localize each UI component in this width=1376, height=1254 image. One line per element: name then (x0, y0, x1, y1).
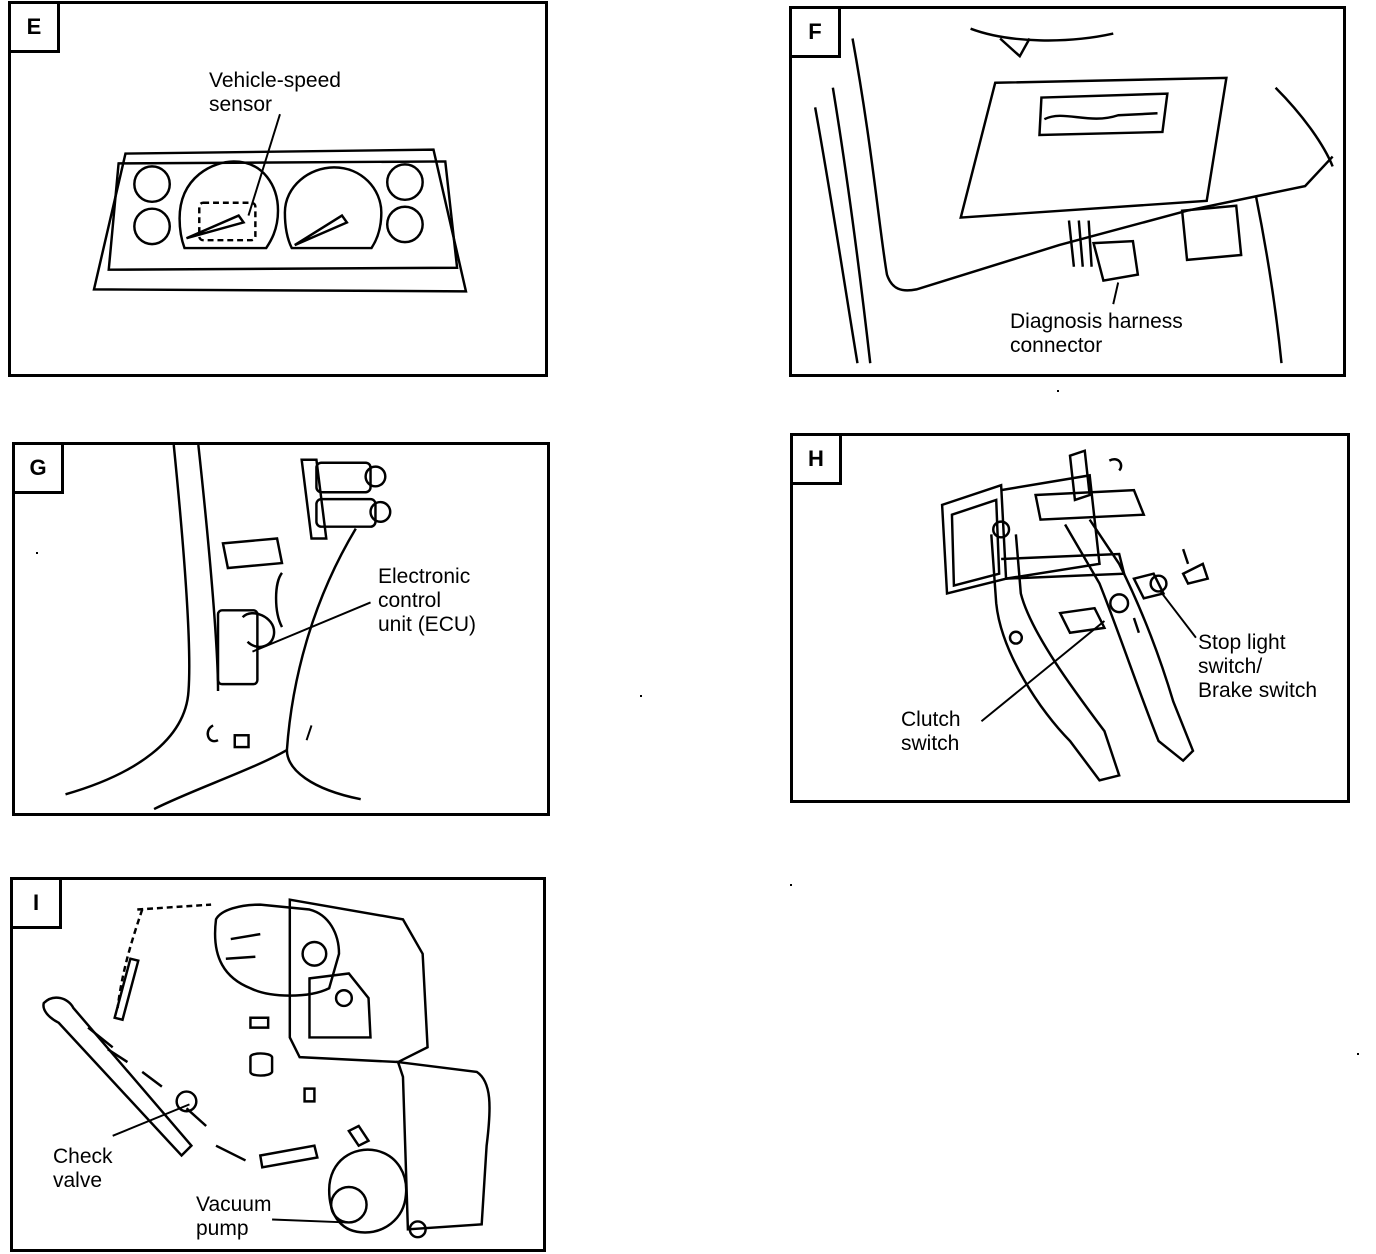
ecu-location-drawing (65, 445, 392, 811)
panel-e-tag: E (11, 4, 60, 53)
panel-h-tag: H (793, 436, 842, 485)
instrument-cluster-drawing (92, 113, 468, 293)
scan-speck (1357, 1053, 1359, 1055)
scan-speck (36, 552, 38, 554)
panel-i-tag: I (13, 880, 62, 929)
scan-speck (1057, 390, 1059, 392)
dashboard-underside-drawing (813, 27, 1334, 364)
vacuum-pump-drawing (42, 898, 491, 1239)
scan-speck (640, 695, 642, 697)
panel-f-tag: F (792, 9, 841, 58)
panel-g-tag: G (15, 445, 64, 494)
pedal-assembly-drawing (940, 449, 1210, 782)
scan-speck (790, 884, 792, 886)
